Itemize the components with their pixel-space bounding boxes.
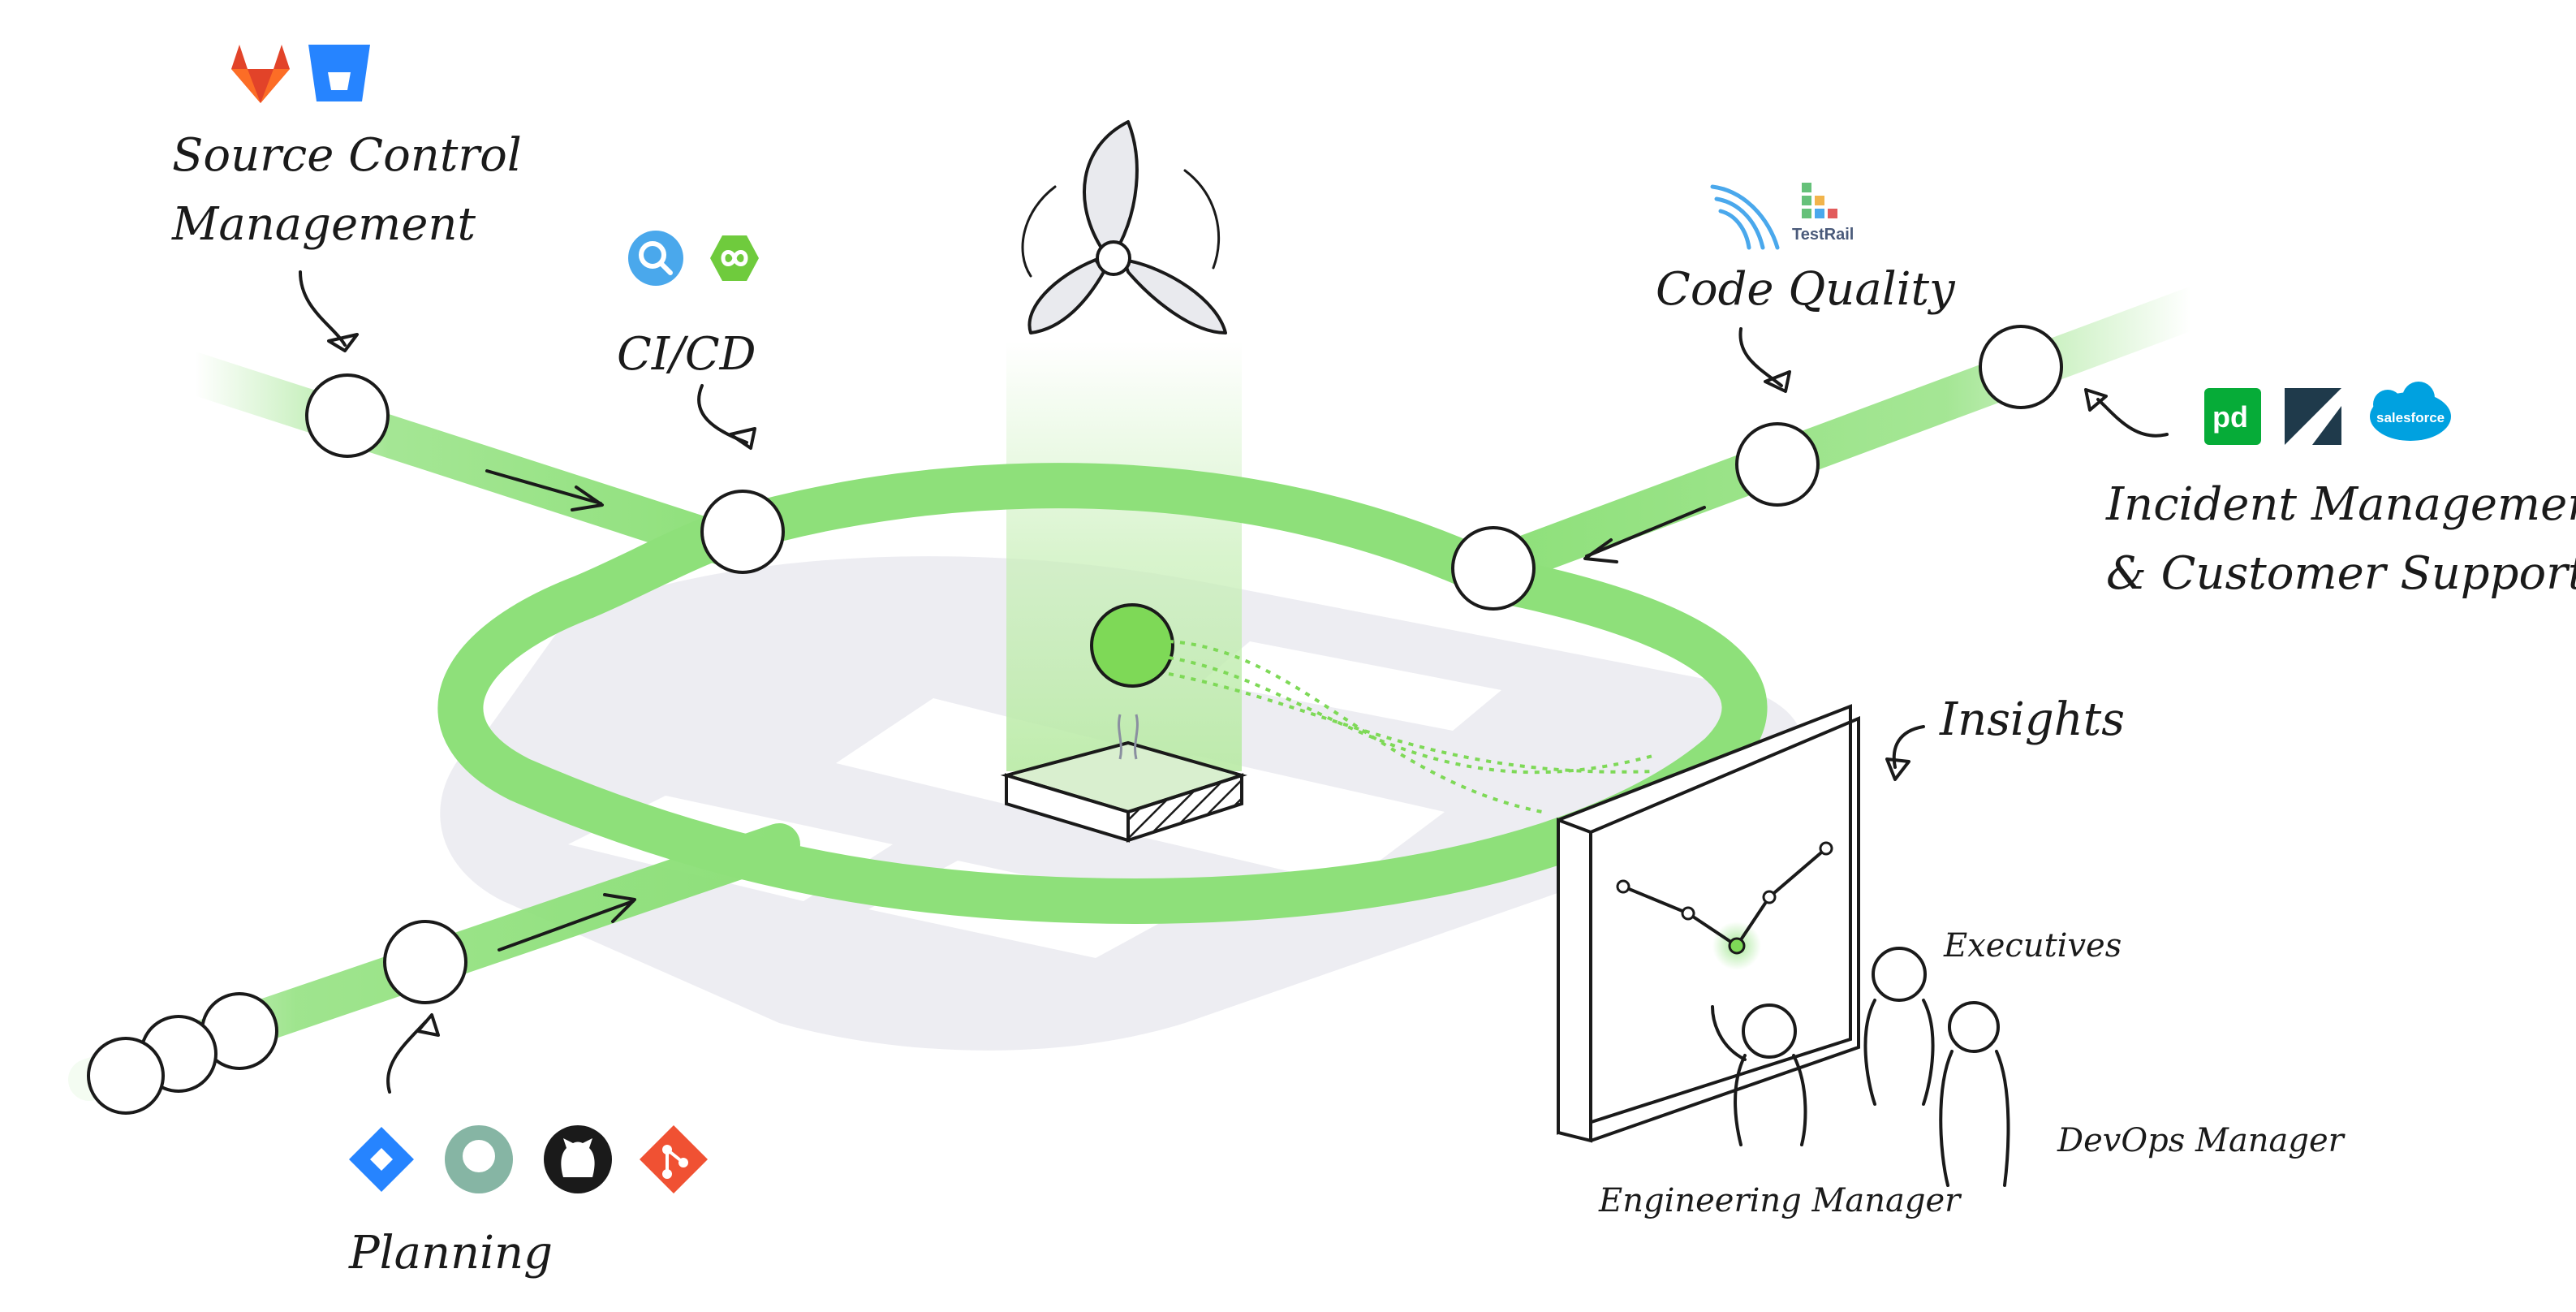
label-code-quality: Code Quality bbox=[1656, 263, 1956, 316]
node-planning bbox=[383, 920, 467, 1004]
flow-arrows bbox=[485, 469, 1706, 952]
gitlab-icon bbox=[231, 45, 290, 103]
label-insights: Insights bbox=[1939, 693, 2125, 746]
label-planning: Planning bbox=[348, 1227, 553, 1280]
label-source-control-1: Source Control bbox=[172, 129, 522, 182]
label-cicd: CI/CD bbox=[617, 328, 756, 381]
data-hub-base bbox=[1000, 714, 1247, 843]
git-icon bbox=[640, 1125, 708, 1193]
person-engineering-manager bbox=[1711, 1003, 1807, 1146]
github-icon bbox=[544, 1125, 612, 1193]
svg-text:TestRail: TestRail bbox=[1792, 226, 1854, 244]
label-incident-2: & Customer Support bbox=[2106, 547, 2576, 600]
sonar-icon bbox=[1710, 184, 1780, 250]
jira-icon bbox=[349, 1127, 414, 1192]
label-incident-1: Incident Management bbox=[2105, 478, 2576, 531]
bitbucket-icon bbox=[308, 45, 370, 101]
data-ring bbox=[437, 463, 1768, 924]
salesforce-icon: salesforce bbox=[2370, 382, 2451, 441]
node-queue-1 bbox=[87, 1037, 165, 1115]
person-devops-manager bbox=[1939, 1001, 2010, 1187]
person-executive bbox=[1863, 947, 1935, 1106]
hub-node bbox=[1090, 603, 1174, 688]
fan-icon bbox=[1021, 120, 1227, 334]
label-source-control-2: Management bbox=[171, 198, 476, 251]
svg-text:pd: pd bbox=[2212, 400, 2248, 434]
node-ring-right bbox=[1451, 526, 1536, 611]
label-pointers bbox=[299, 270, 2169, 1094]
clubhouse-icon bbox=[445, 1125, 513, 1193]
testrail-icon: TestRail bbox=[1792, 183, 1854, 244]
stream-nodes bbox=[87, 325, 2063, 1115]
label-engineering-manager: Engineering Manager bbox=[1598, 1182, 1962, 1219]
pagerduty-icon: pd bbox=[2204, 388, 2261, 445]
node-code-quality bbox=[1735, 422, 1820, 507]
light-beam bbox=[1006, 341, 1242, 771]
circleci-icon bbox=[628, 231, 683, 286]
zendesk-icon bbox=[2285, 388, 2341, 445]
label-devops-manager: DevOps Manager bbox=[2057, 1122, 2346, 1159]
label-executives: Executives bbox=[1943, 927, 2122, 965]
svg-text:salesforce: salesforce bbox=[2376, 410, 2445, 425]
insight-flows bbox=[1168, 640, 1656, 814]
node-source-control bbox=[305, 373, 390, 458]
node-cicd bbox=[700, 490, 785, 574]
semaphore-icon bbox=[710, 235, 759, 281]
node-incident bbox=[1979, 325, 2063, 409]
